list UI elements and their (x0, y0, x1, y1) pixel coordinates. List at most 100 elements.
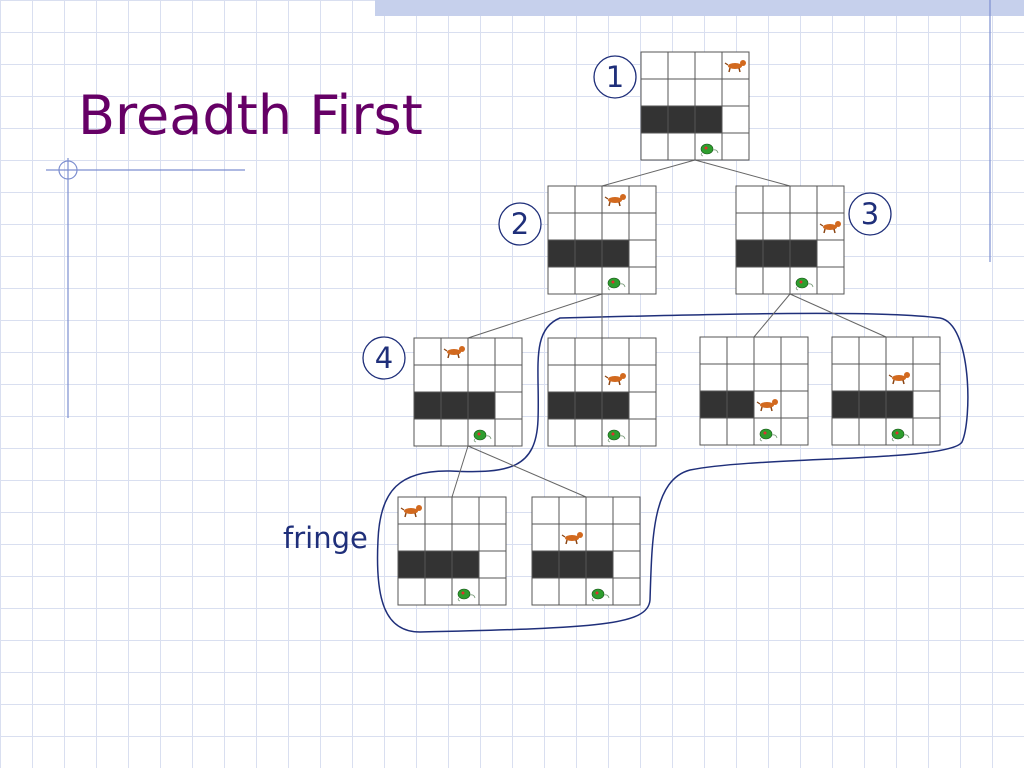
wall-cell (440, 391, 469, 420)
grid-cell (789, 212, 818, 241)
grid-cell (628, 212, 657, 241)
grid-cell (831, 417, 860, 446)
tree-edge (694, 159, 791, 187)
expansion-number-1: 1 (593, 55, 637, 99)
grid-cell (424, 496, 453, 525)
expansion-number-2: 2 (498, 202, 542, 246)
tree-nodes (397, 51, 941, 606)
tree-edge (467, 445, 587, 498)
wall-cell (858, 390, 887, 419)
grid-cell (494, 418, 523, 447)
grid-cell (735, 212, 764, 241)
number-badge-label: 2 (511, 207, 529, 241)
turtle-icon (607, 277, 626, 291)
grid-cell (413, 337, 442, 366)
grid-cell (612, 523, 641, 552)
grid-cell (816, 266, 845, 295)
maze-state-n3 (735, 185, 845, 295)
dog-icon (756, 399, 778, 412)
turtle-icon (700, 143, 719, 157)
grid-cell (667, 78, 696, 107)
grid-cell (424, 577, 453, 606)
wall-cell (547, 391, 576, 420)
maze-state-n2 (547, 185, 657, 295)
turtle-icon (759, 428, 778, 442)
grid-cell (858, 417, 887, 446)
grid-cell (780, 363, 809, 392)
expansion-number-3: 3 (848, 192, 892, 236)
number-badge-circle (498, 202, 542, 246)
grid-cell (858, 336, 887, 365)
tree-edge (451, 445, 469, 498)
wall-cell (547, 239, 576, 268)
number-badge-label: 4 (375, 341, 393, 375)
grid-cell (478, 496, 507, 525)
grid-cell (726, 363, 755, 392)
grid-cell (816, 239, 845, 268)
grid-cell (780, 336, 809, 365)
grid-cell (667, 51, 696, 80)
wall-cell (574, 391, 603, 420)
grid-cell (628, 364, 657, 393)
grid-cell (699, 336, 728, 365)
tree-edge (789, 293, 887, 338)
turtle-icon (457, 588, 476, 602)
wall-cell (601, 239, 630, 268)
grid-cell (726, 417, 755, 446)
wall-cell (413, 391, 442, 420)
dog-icon (724, 60, 746, 73)
grid-cell (753, 336, 782, 365)
grid-cell (547, 212, 576, 241)
wall-cell (558, 550, 587, 579)
grid-cell (547, 418, 576, 447)
grid-cell (628, 185, 657, 214)
grid-cell (531, 523, 560, 552)
grid-cell (601, 212, 630, 241)
wall-cell (885, 390, 914, 419)
number-badge-circle (848, 192, 892, 236)
grid-cell (640, 132, 669, 161)
grid-cell (574, 337, 603, 366)
tree-edge (601, 159, 696, 187)
maze-state-n9 (531, 496, 641, 606)
grid-cell (451, 523, 480, 552)
grid-cell (912, 390, 941, 419)
grid-cell (478, 577, 507, 606)
maze-state-n5 (547, 337, 657, 447)
grid-cell (494, 364, 523, 393)
grid-cell (424, 523, 453, 552)
slide-title: Breadth First (78, 84, 423, 147)
grid-cell (612, 550, 641, 579)
wall-cell (601, 391, 630, 420)
wall-cell (762, 239, 791, 268)
grid-cell (413, 418, 442, 447)
grid-cell (789, 185, 818, 214)
grid-cell (494, 391, 523, 420)
grid-cell (667, 132, 696, 161)
grid-cell (885, 336, 914, 365)
grid-cell (762, 212, 791, 241)
grid-cell (735, 266, 764, 295)
maze-state-n6 (699, 336, 809, 446)
grid-cell (780, 417, 809, 446)
wall-cell (467, 391, 496, 420)
header-band (375, 0, 1024, 16)
maze-state-n8 (397, 496, 507, 606)
grid-cell (762, 185, 791, 214)
maze-state-n1 (640, 51, 750, 161)
grid-cell (601, 337, 630, 366)
grid-cell (816, 185, 845, 214)
wall-cell (667, 105, 696, 134)
wall-cell (397, 550, 426, 579)
grid-cell (831, 336, 860, 365)
turtle-icon (795, 277, 814, 291)
grid-cell (585, 523, 614, 552)
grid-cell (640, 51, 669, 80)
fringe-label: fringe (283, 521, 368, 555)
grid-cell (721, 78, 750, 107)
wall-cell (789, 239, 818, 268)
rule-ornament (58, 160, 78, 180)
grid-cell (574, 418, 603, 447)
tree-edge (753, 293, 791, 338)
